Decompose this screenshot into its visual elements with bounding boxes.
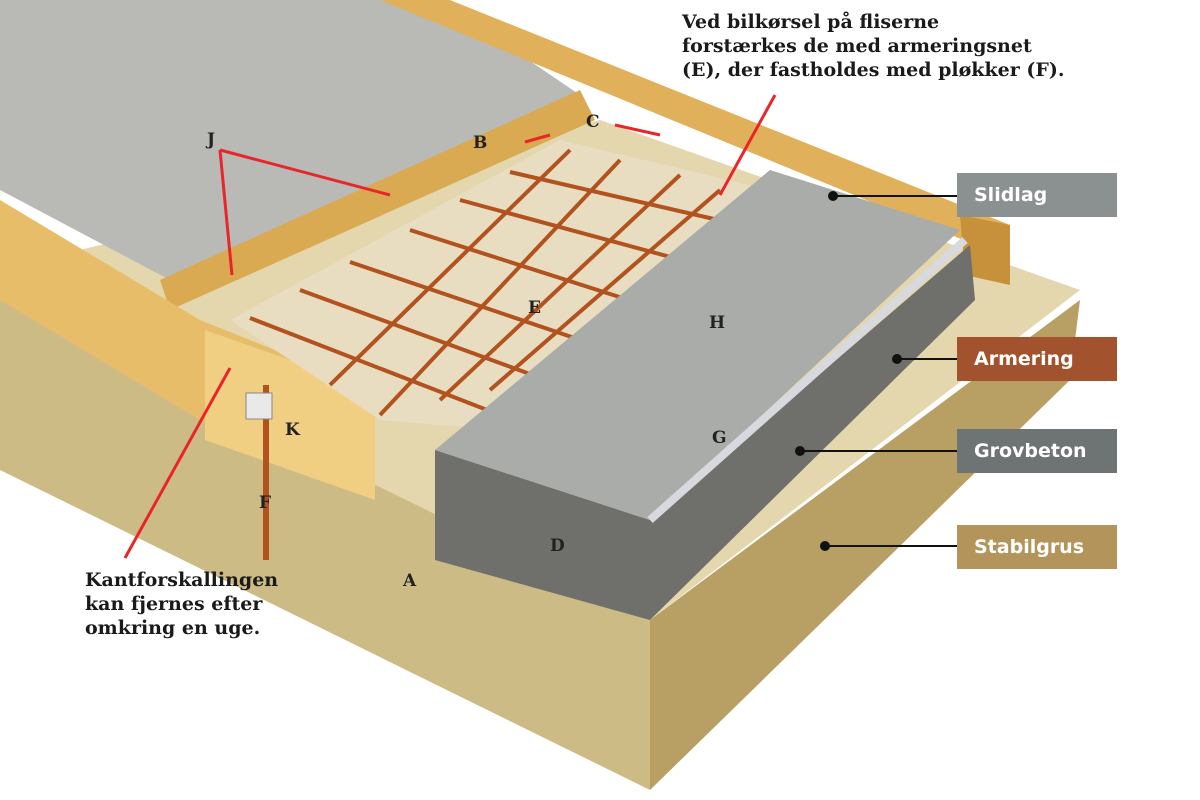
bottom-note: Kantforskallingen kan fjernes efter omkr… xyxy=(85,569,279,639)
label-f: F xyxy=(259,493,272,513)
label-h: H xyxy=(709,313,726,333)
bracket-k xyxy=(245,392,273,420)
callout-arrows xyxy=(123,94,777,559)
top-note: Ved bilkørsel på fliserne forstærkes de … xyxy=(682,11,1065,81)
label-e: E xyxy=(528,298,541,318)
wood-form-top xyxy=(380,0,1010,255)
legend-stabilgrus: Stabilgrus xyxy=(957,525,1117,569)
gravel-base-front xyxy=(0,300,650,790)
legend-leaders xyxy=(795,191,957,551)
wood-form-back xyxy=(160,90,595,310)
wood-form-front xyxy=(205,330,375,500)
legend-armering: Armering xyxy=(957,337,1117,381)
label-a: A xyxy=(403,571,417,591)
label-c: C xyxy=(586,112,600,132)
wood-form-right-end xyxy=(960,215,1010,285)
concrete-grovbeton xyxy=(435,245,975,620)
label-d: D xyxy=(550,536,565,556)
slab-edge-light xyxy=(647,237,968,523)
legend-slidlag: Slidlag xyxy=(957,173,1117,217)
concrete-slidlag xyxy=(435,170,960,520)
legend-grovbeton: Grovbeton xyxy=(957,429,1117,473)
label-g: G xyxy=(712,428,727,448)
cast-slab-left xyxy=(0,0,580,280)
label-j: J xyxy=(207,130,216,150)
label-b: B xyxy=(473,133,488,153)
label-k: K xyxy=(285,420,300,440)
reinforcement-mesh xyxy=(249,148,741,417)
